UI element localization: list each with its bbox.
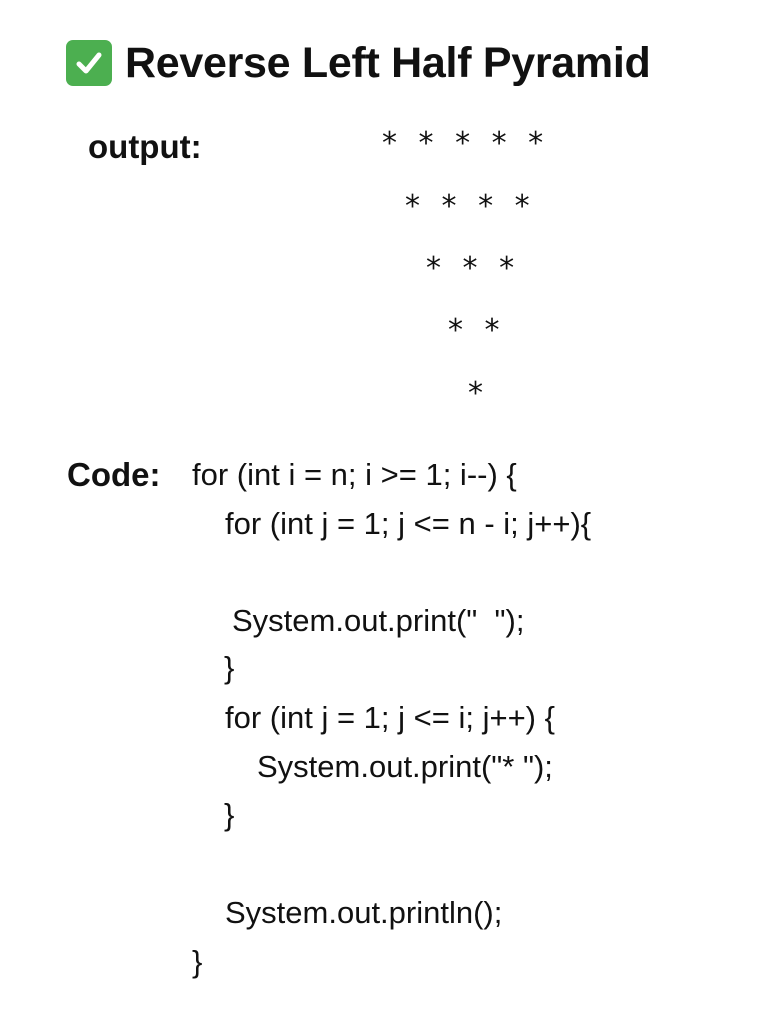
output-label: output: xyxy=(88,128,202,165)
code-line-7: } xyxy=(224,797,235,832)
output-row-2: * * * * xyxy=(405,189,536,224)
code-line-1: for (int i = n; i >= 1; i--) { xyxy=(192,457,517,492)
code-line-6: System.out.print("* "); xyxy=(257,749,553,784)
page-title: Reverse Left Half Pyramid xyxy=(125,38,651,87)
output-row-1: * * * * * xyxy=(382,126,550,161)
code-line-3: System.out.print(" "); xyxy=(232,603,525,638)
code-label: Code: xyxy=(67,456,161,493)
code-line-9: } xyxy=(192,944,203,979)
code-line-8: System.out.println(); xyxy=(225,895,503,930)
output-row-5: * xyxy=(468,376,489,411)
output-row-3: * * * xyxy=(426,251,521,286)
code-line-2: for (int j = 1; j <= n - i; j++){ xyxy=(225,506,592,541)
output-row-4: * * xyxy=(448,313,506,348)
code-line-4: } xyxy=(224,650,235,685)
check-mark-icon xyxy=(66,40,112,86)
title-row: Reverse Left Half Pyramid xyxy=(66,36,651,90)
code-line-5: for (int j = 1; j <= i; j++) { xyxy=(225,700,555,735)
